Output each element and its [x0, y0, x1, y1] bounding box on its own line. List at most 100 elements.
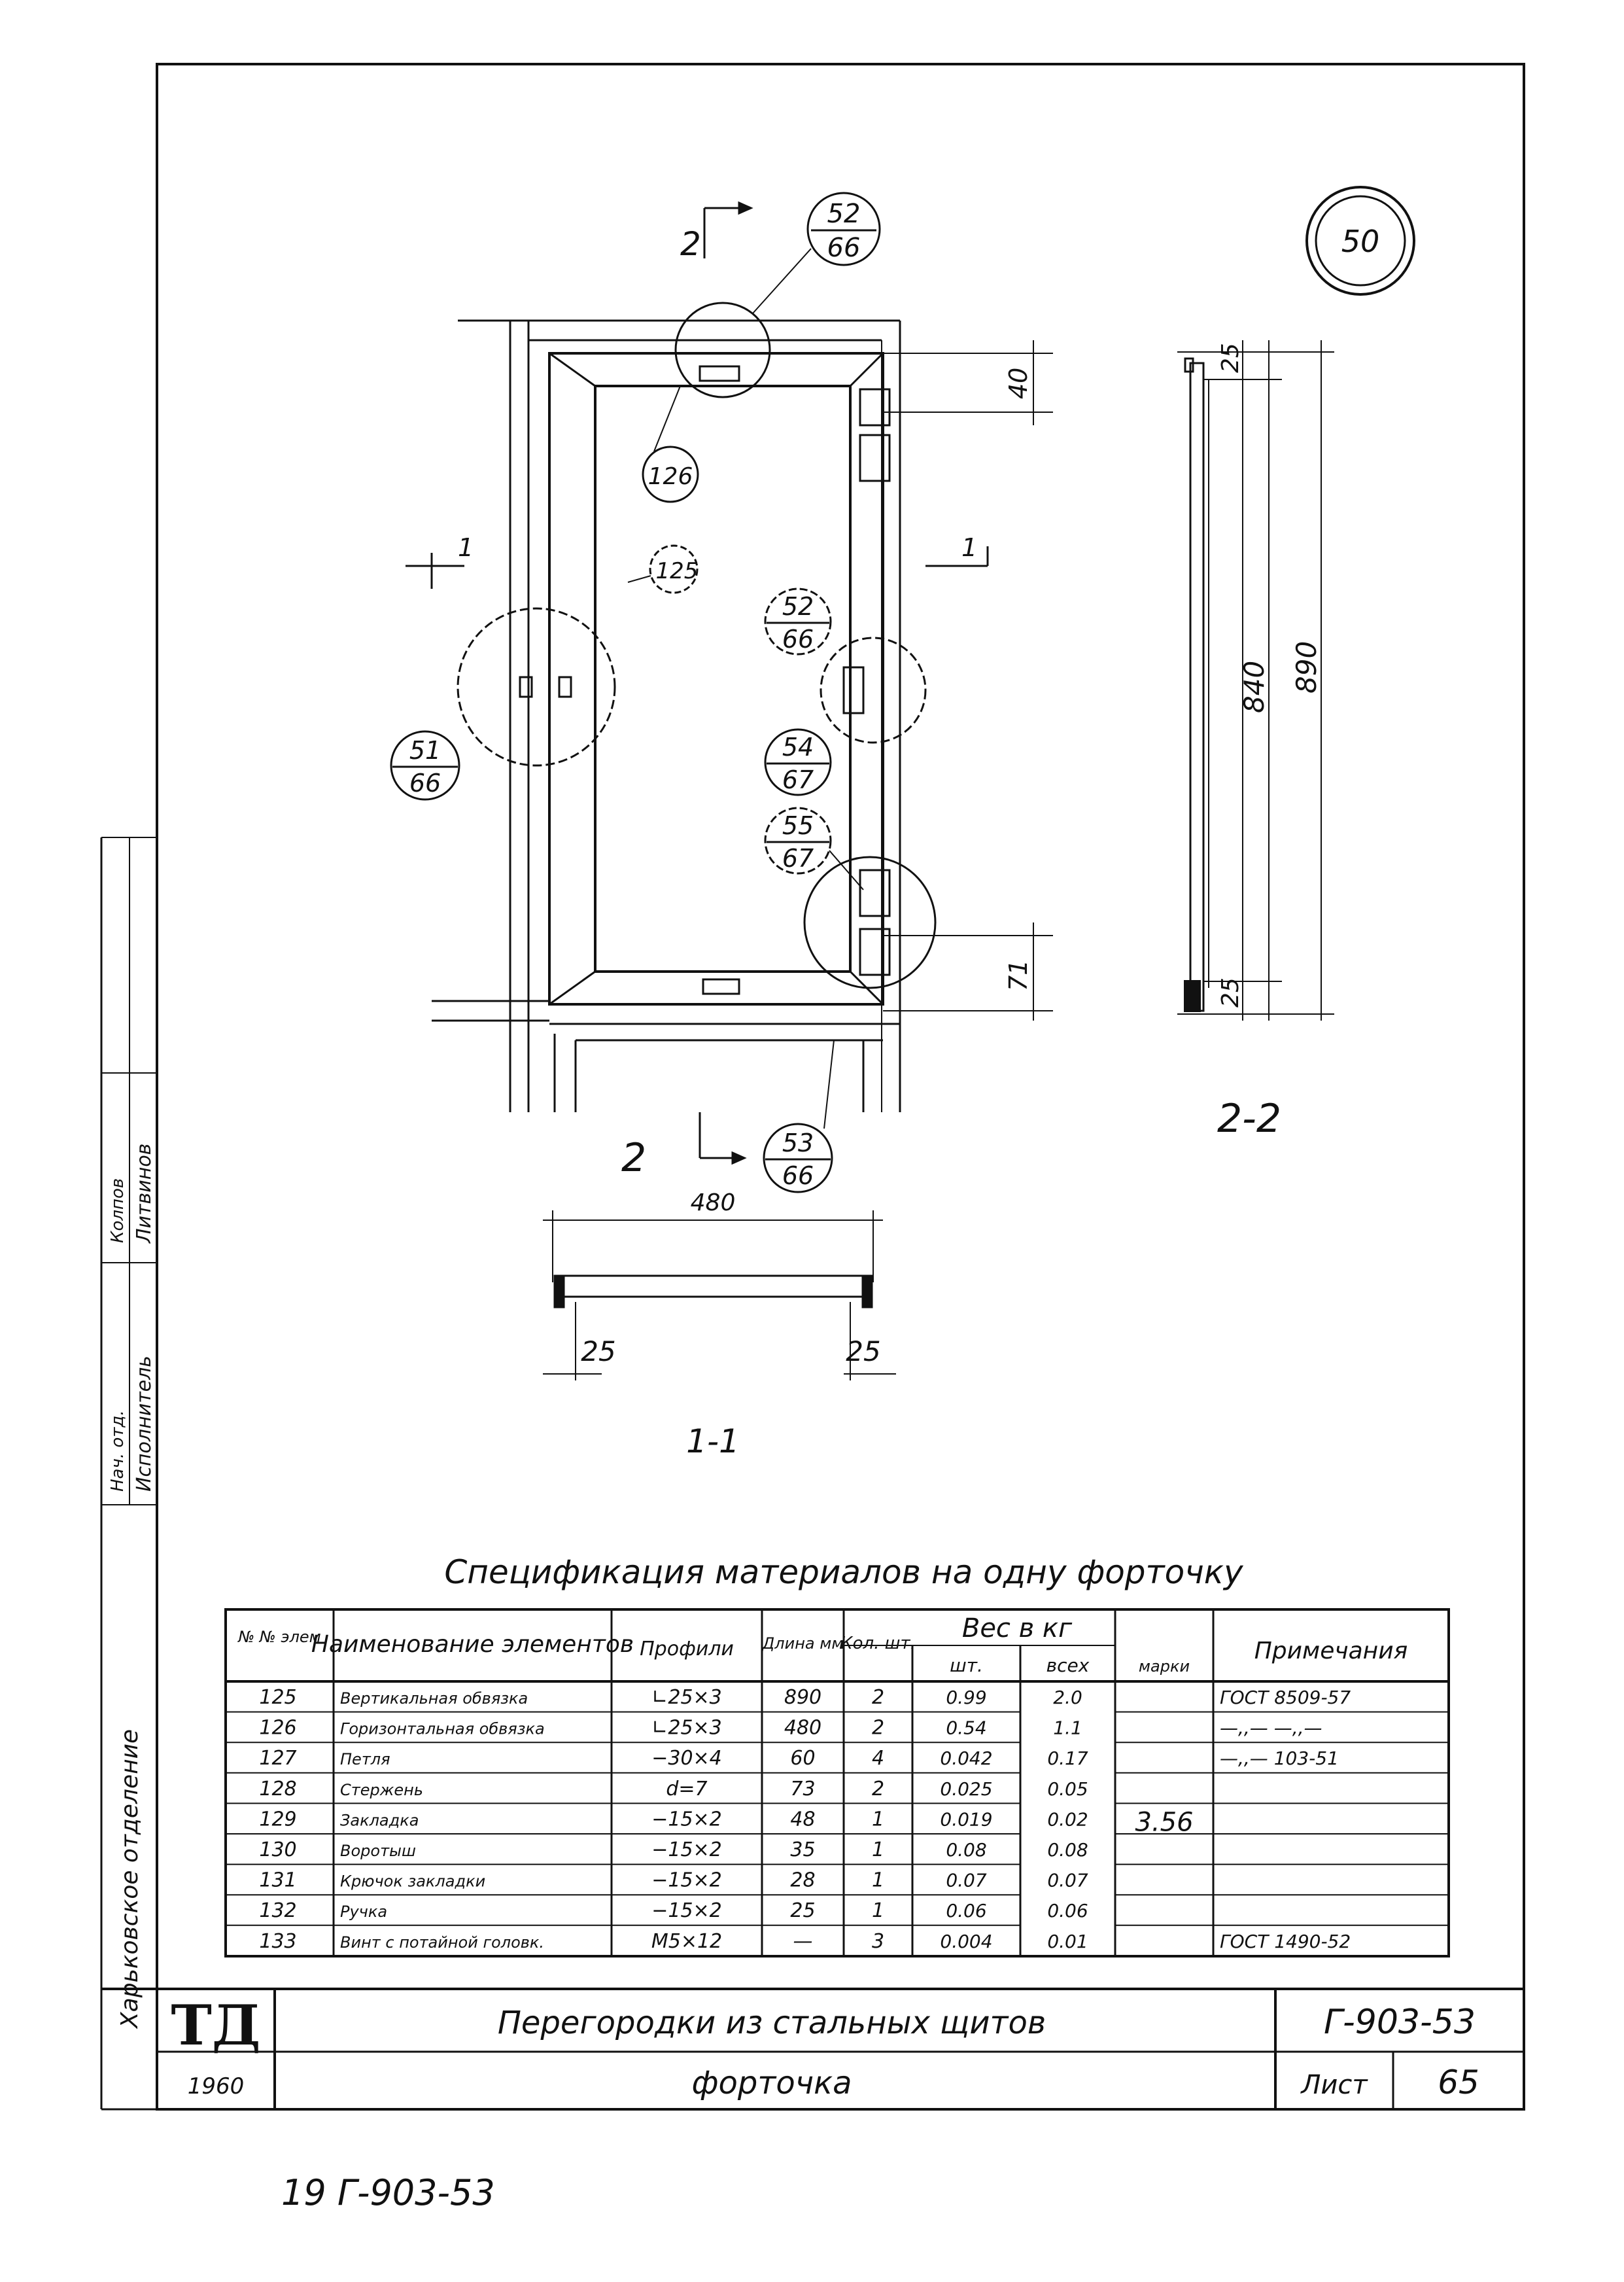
side-stamp-name1: Литвинов	[133, 1144, 156, 1244]
spec-row-profile: −30×4	[651, 1747, 722, 1770]
spec-row-note: —,,— —,,—	[1220, 1717, 1322, 1739]
title-block-sheet-no: 65	[1438, 2063, 1479, 2101]
callout-bottom: 53 66	[763, 1040, 835, 1193]
spec-row-name: Ручка	[340, 1903, 387, 1921]
spec-row-weight-all: 0.02	[1047, 1808, 1088, 1830]
title-block-project: Перегородки из стальных щитов	[498, 2005, 1046, 2041]
title-block	[101, 1988, 1524, 2109]
spec-row-qty: 2	[872, 1686, 884, 1709]
callout-top-sheet: 66	[827, 233, 861, 263]
spec-row-length: 25	[790, 1899, 815, 1922]
spec-row-qty: 2	[872, 1717, 884, 1740]
spec-row-num: 126	[259, 1717, 296, 1740]
callout-element-126: 126	[642, 385, 699, 503]
spec-row-profile: −15×2	[651, 1838, 722, 1861]
spec-row-num: 131	[259, 1869, 296, 1892]
spec-row-weight-each: 0.025	[940, 1778, 992, 1800]
dim-22-bottom: 25	[1217, 977, 1244, 1008]
spec-row-qty: 3	[872, 1930, 884, 1953]
dim-top-offset: 40	[1004, 368, 1033, 399]
spec-row-num: 132	[259, 1899, 296, 1922]
spec-row-length: 890	[784, 1686, 821, 1709]
title-block-drawing: форточка	[692, 2065, 852, 2101]
spec-header-weight: Вес в кг	[962, 1613, 1073, 1643]
spec-row-weight-each: 0.54	[946, 1717, 986, 1739]
spec-header-weight-each: шт.	[950, 1655, 983, 1676]
dim-11-right: 25	[846, 1335, 880, 1367]
spec-header-qty: Кол. шт.	[840, 1634, 916, 1653]
spec-row-qty: 1	[872, 1808, 884, 1831]
callout-right: 52 66	[764, 588, 832, 656]
callout-left: 51 66	[390, 730, 460, 801]
spec-row-weight-all: 0.01	[1047, 1931, 1088, 1952]
dim-22-total: 890	[1290, 641, 1322, 693]
spec-row-length: —	[793, 1930, 813, 1953]
elevation-dimensions	[883, 340, 1053, 1021]
spec-row-profile: d=7	[666, 1778, 707, 1800]
spec-title: Спецификация материалов на одну форточку	[444, 1553, 1244, 1591]
callout-top-num: 52	[827, 199, 861, 229]
dim-bottom-offset: 71	[1004, 960, 1033, 991]
sheet-number-circle: 50	[1305, 186, 1415, 296]
spec-row-note: ГОСТ 8509-57	[1220, 1687, 1351, 1708]
spec-row-name: Стержень	[340, 1781, 423, 1799]
spec-row-name: Воротыш	[340, 1842, 416, 1860]
side-stamp-role2: Нач. отд.	[108, 1410, 128, 1492]
spec-row-qty: 1	[872, 1869, 884, 1892]
spec-row-profile: ∟25×3	[651, 1717, 722, 1740]
spec-row-length: 60	[790, 1747, 815, 1770]
spec-row-note: ГОСТ 1490-52	[1220, 1931, 1351, 1952]
callout-left-sheet: 66	[409, 769, 441, 798]
spec-row-name: Вертикальная обвязка	[340, 1689, 528, 1708]
callout-bottom-sheet: 66	[782, 1161, 814, 1190]
callout-element-125: 125	[627, 544, 699, 594]
dim-22-top: 25	[1217, 343, 1244, 373]
footer-note: 19 Г-903-53	[281, 2172, 495, 2213]
callout-mid1-num: 54	[782, 733, 814, 762]
spec-row-weight-all: 0.05	[1047, 1778, 1088, 1800]
sheet-border	[156, 63, 1525, 2111]
spec-header-name: Наименование элементов	[311, 1631, 634, 1658]
callout-bottom-num: 53	[782, 1129, 814, 1157]
spec-header-profile: Профили	[640, 1638, 734, 1660]
callout-mid2-sheet: 67	[782, 844, 814, 873]
dim-22-inner: 840	[1238, 661, 1270, 713]
spec-header-length: Длина мм	[762, 1634, 844, 1653]
spec-row-weight-all: 0.07	[1047, 1870, 1088, 1891]
spec-row-weight-each: 0.004	[940, 1931, 992, 1952]
callout-125-label: 125	[656, 558, 699, 584]
spec-row-weight-each: 0.06	[946, 1900, 986, 1922]
dim-11-width: 480	[691, 1189, 736, 1216]
spec-row-weight-all: 0.08	[1047, 1839, 1088, 1861]
title-block-code: Г-903-53	[1324, 2003, 1476, 2042]
spec-row-name: Петля	[340, 1750, 390, 1768]
dim-11-left: 25	[581, 1335, 615, 1367]
spec-row-note: —,,— 103-51	[1220, 1747, 1339, 1769]
spec-row-weight-all: 0.17	[1047, 1747, 1088, 1769]
spec-row-length: 28	[790, 1869, 815, 1892]
spec-row-length: 48	[790, 1808, 815, 1831]
spec-row-name: Горизонтальная обвязка	[340, 1720, 545, 1738]
section-markers	[406, 201, 989, 1165]
section-mark-left: 1	[458, 533, 474, 562]
spec-row-profile: −15×2	[651, 1899, 722, 1922]
spec-row-weight-each: 0.08	[946, 1839, 986, 1861]
spec-row-num: 125	[259, 1686, 296, 1709]
callout-mid1-sheet: 67	[782, 765, 814, 794]
section-1-1	[543, 1210, 896, 1380]
spec-row-num: 127	[259, 1747, 296, 1770]
side-stamp-name2: Колпов	[108, 1178, 128, 1243]
spec-row-qty: 1	[872, 1838, 884, 1861]
callout-126-label: 126	[648, 463, 693, 490]
callout-mid2-num: 55	[782, 811, 814, 840]
spec-row-profile: −15×2	[651, 1869, 722, 1892]
callout-right-num: 52	[782, 592, 814, 621]
spec-row-weight-each: 0.042	[940, 1747, 992, 1769]
section-2-2	[1177, 340, 1334, 1021]
title-block-sheet-label: Лист	[1300, 2070, 1368, 2100]
side-stamp: Харьковское отделение Исполнитель Литвин…	[108, 1144, 156, 2029]
spec-row-weight-each: 0.019	[940, 1808, 992, 1830]
elevation-view	[432, 302, 937, 1112]
